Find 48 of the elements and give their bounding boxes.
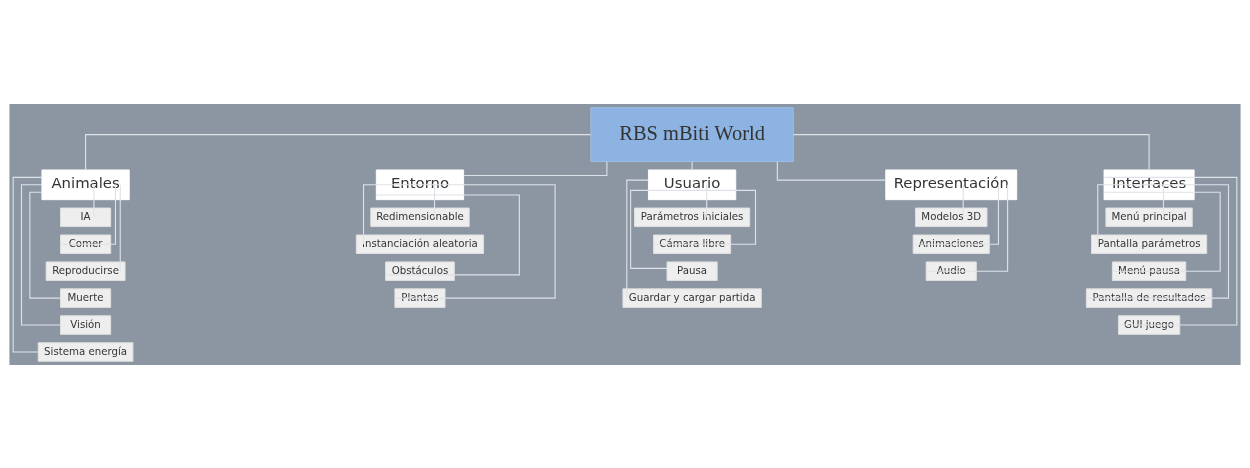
connector xyxy=(363,183,377,245)
node-box: Reproducirse xyxy=(45,260,126,281)
node-box: Obstáculos xyxy=(385,260,455,281)
node-box: Muerte xyxy=(60,287,112,308)
node-box: IA xyxy=(60,207,112,227)
node-box: RBS mBiti World xyxy=(590,106,794,162)
node-box: Interfaces xyxy=(1103,169,1195,200)
node-box: Cámara libre xyxy=(653,234,732,254)
connector xyxy=(12,176,43,353)
connector xyxy=(85,133,592,170)
node-box: Usuario xyxy=(648,169,737,200)
connector xyxy=(776,160,887,181)
connector xyxy=(647,189,757,245)
connector xyxy=(119,183,121,272)
node-box: Pantalla parámetros xyxy=(1091,234,1208,254)
node-box: Redimensionable xyxy=(370,207,470,227)
connector xyxy=(691,160,693,170)
node-box: Pausa xyxy=(666,260,718,281)
connector xyxy=(626,179,649,299)
connector xyxy=(1085,183,1230,299)
node-box: Audio xyxy=(925,260,977,281)
connector xyxy=(375,183,556,299)
node-box: GUI juego xyxy=(1117,314,1181,335)
node-box: Visión xyxy=(60,314,112,335)
node-box: Parámetros iniciales xyxy=(634,207,751,227)
connector xyxy=(1097,183,1106,245)
connector xyxy=(630,189,668,269)
connector xyxy=(433,183,436,218)
node-box: Sistema energía xyxy=(37,341,134,362)
node-box: Animaciones xyxy=(912,234,990,254)
connector xyxy=(29,191,62,299)
connector xyxy=(59,183,116,245)
node-box: Instanciación aleatoria xyxy=(355,234,485,254)
node-box: Animales xyxy=(41,169,130,200)
node-box: Guardar y cargar partida xyxy=(622,287,762,308)
connector xyxy=(792,133,1150,170)
connector xyxy=(1162,183,1165,218)
connector xyxy=(375,193,520,275)
node-box: Menú pausa xyxy=(1111,260,1187,281)
node-box: Representación xyxy=(885,169,1018,200)
connector xyxy=(20,183,62,326)
node-box: Entorno xyxy=(375,169,465,200)
node-box: Comer xyxy=(60,234,112,254)
connector xyxy=(925,183,1009,272)
node-box: Menú principal xyxy=(1105,207,1193,227)
node-box: Modelos 3D xyxy=(915,207,988,227)
node-box: Pantalla de resultados xyxy=(1085,287,1213,308)
node-box: Plantas xyxy=(394,287,446,308)
